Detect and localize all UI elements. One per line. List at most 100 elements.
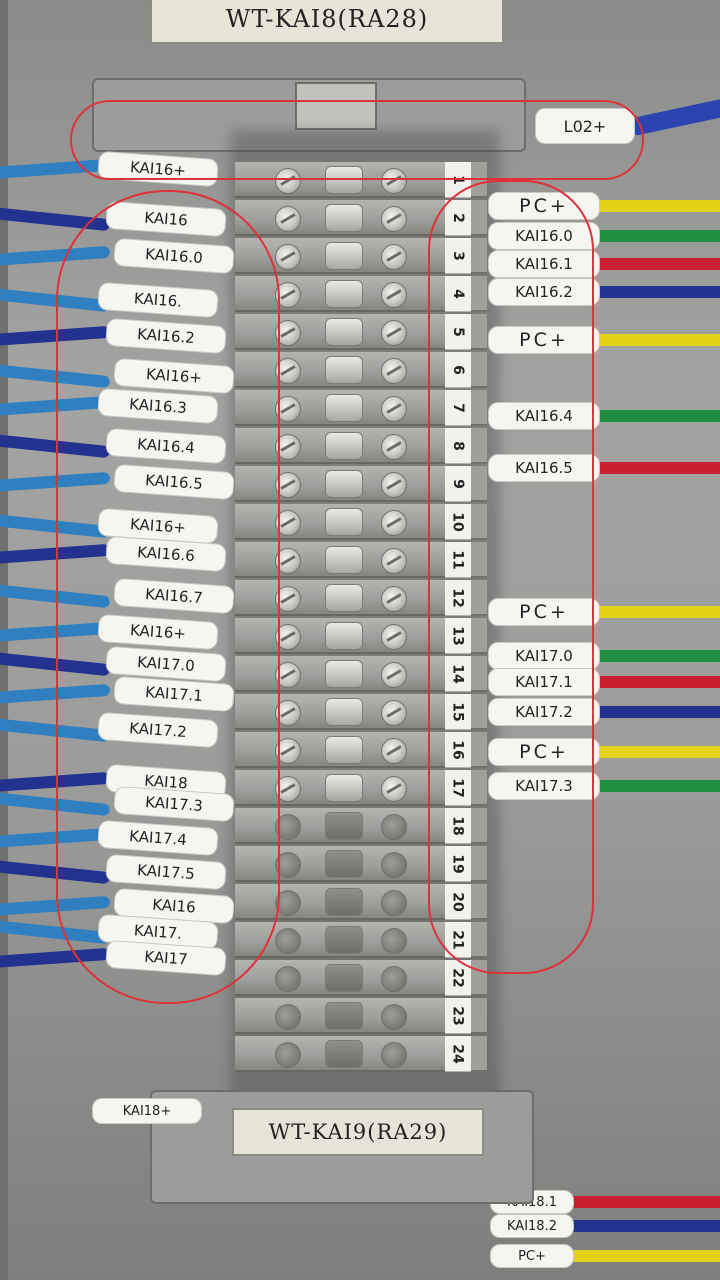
wire-sleeve-right: PC+ [488, 326, 600, 354]
terminal-clamp [325, 926, 363, 954]
terminal-side [471, 884, 487, 920]
terminal-side [471, 960, 487, 996]
terminal-number: 11 [445, 542, 471, 578]
terminal-number-text: 5 [450, 326, 466, 337]
terminal-screw [275, 852, 301, 878]
terminal-screw [381, 662, 407, 688]
terminal-block [235, 314, 445, 350]
terminal-block [235, 200, 445, 236]
wire-sleeve-left: KAI16 [105, 200, 227, 238]
terminal-number-text: 14 [449, 663, 466, 684]
terminal-screw [381, 852, 407, 878]
wire-sleeve-right: KAI17.1 [488, 668, 600, 696]
terminal-screw [381, 890, 407, 916]
terminal-number: 16 [445, 732, 471, 768]
terminal-clamp [325, 356, 363, 384]
wire-bottom-right [560, 1220, 720, 1232]
wire-right [580, 410, 720, 422]
terminal-number: 19 [445, 846, 471, 882]
terminal-side [471, 998, 487, 1034]
terminal-number-text: 17 [449, 777, 466, 798]
terminal-screw [381, 396, 407, 422]
terminal-screw [381, 624, 407, 650]
wire-left [0, 433, 111, 459]
sleeve-bottom-left: KAI18+ [92, 1098, 202, 1124]
terminal-clamp [325, 318, 363, 346]
terminal-clamp [325, 1002, 363, 1030]
terminal-screw [275, 814, 301, 840]
wire-right [580, 230, 720, 242]
wire-left [0, 287, 111, 313]
terminal-screw [275, 890, 301, 916]
terminal-number-text: 24 [449, 1043, 466, 1064]
wire-bottom-right [560, 1250, 720, 1262]
terminal-side [471, 656, 487, 692]
wire-sleeve-left: KAI16.5 [113, 463, 235, 501]
terminal-side [471, 846, 487, 882]
terminal-screw [381, 472, 407, 498]
terminal-number-text: 13 [449, 625, 466, 646]
terminal-number: 15 [445, 694, 471, 730]
wire-left [0, 395, 111, 417]
terminal-screw [275, 358, 301, 384]
wire-sleeve-right: PC+ [488, 598, 600, 626]
terminal-block [235, 770, 445, 806]
terminal-block [235, 922, 445, 958]
terminal-screw [381, 168, 407, 194]
terminal-clamp [325, 736, 363, 764]
terminal-block [235, 352, 445, 388]
terminal-screw [381, 434, 407, 460]
terminal-screw [381, 700, 407, 726]
terminal-screw [275, 320, 301, 346]
top-end-bracket-clip [295, 82, 377, 130]
terminal-side [471, 1036, 487, 1072]
wire-right [580, 258, 720, 270]
terminal-clamp [325, 508, 363, 536]
terminal-clamp [325, 204, 363, 232]
terminal-number-text: 23 [449, 1005, 466, 1026]
terminal-clamp [325, 964, 363, 992]
terminal-clamp [325, 1040, 363, 1068]
terminal-number: 17 [445, 770, 471, 806]
terminal-block [235, 998, 445, 1034]
wire-right [580, 200, 720, 212]
terminal-screw [381, 928, 407, 954]
terminal-block [235, 238, 445, 274]
wire-left [0, 859, 111, 885]
wire-sleeve-right: PC+ [488, 738, 600, 766]
terminal-side [471, 428, 487, 464]
terminal-screw [381, 1042, 407, 1068]
wire-left [0, 245, 111, 267]
wire-left [0, 621, 111, 643]
terminal-number: 13 [445, 618, 471, 654]
terminal-number: 10 [445, 504, 471, 540]
wire-left [0, 827, 111, 849]
terminal-side [471, 808, 487, 844]
terminal-number-text: 20 [449, 891, 466, 912]
terminal-block [235, 732, 445, 768]
terminal-screw [275, 700, 301, 726]
wire-sleeve-left: KAI16+ [97, 613, 219, 651]
sleeve-l02: L02+ [535, 108, 635, 144]
terminal-number: 7 [445, 390, 471, 426]
wire-sleeve-right: KAI16.5 [488, 454, 600, 482]
wire-right [580, 334, 720, 346]
terminal-clamp [325, 394, 363, 422]
terminal-number: 18 [445, 808, 471, 844]
terminal-side [471, 922, 487, 958]
terminal-side [471, 466, 487, 502]
wire-sleeve-right: KAI17.0 [488, 642, 600, 670]
terminal-side [471, 238, 487, 274]
terminal-side [471, 618, 487, 654]
terminal-screw [275, 966, 301, 992]
wire-right [580, 706, 720, 718]
terminal-clamp [325, 242, 363, 270]
wire-left [0, 895, 111, 917]
terminal-number: 9 [445, 466, 471, 502]
terminal-clamp [325, 850, 363, 878]
terminal-number: 22 [445, 960, 471, 996]
terminal-number-text: 19 [449, 853, 466, 874]
wire-sleeve-left: KAI16.2 [105, 317, 227, 355]
terminal-block [235, 542, 445, 578]
